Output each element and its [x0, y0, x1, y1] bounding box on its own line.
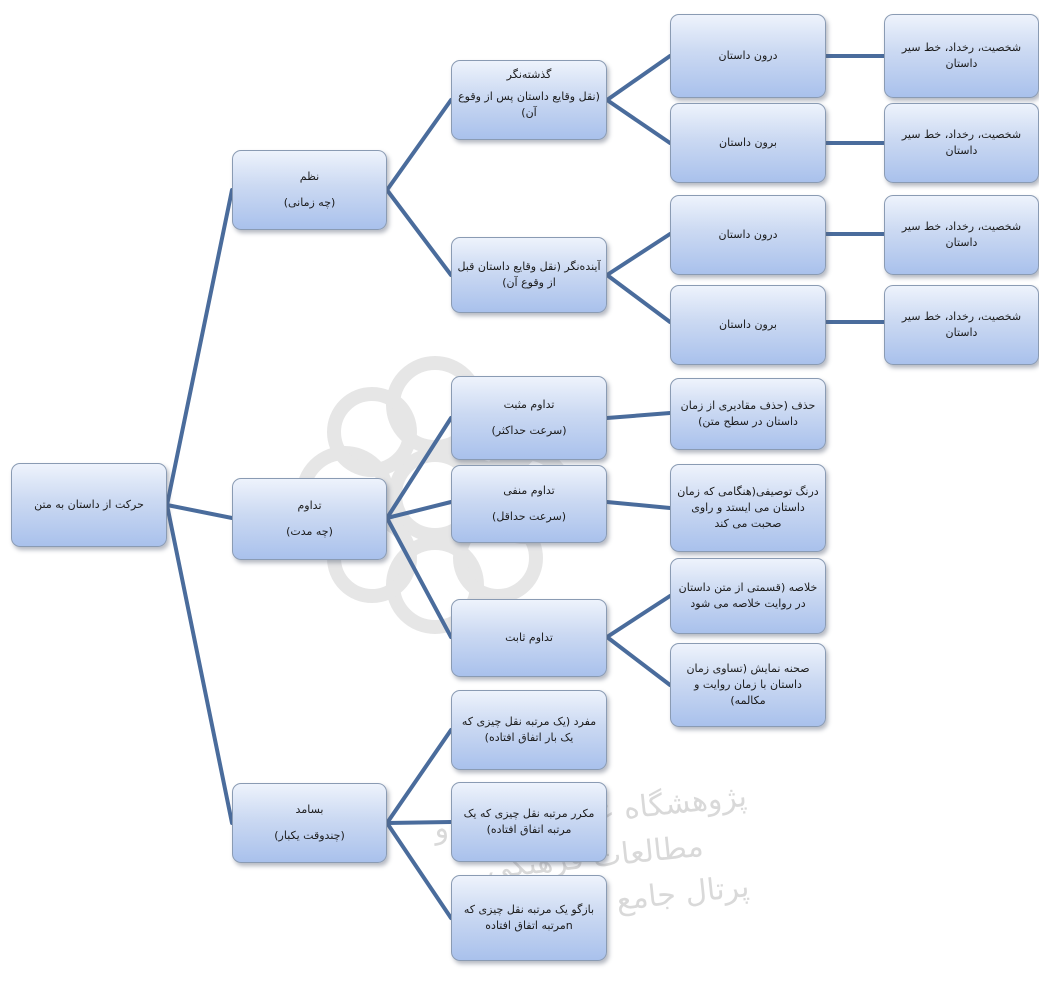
singulative-text: مفرد (یک مرتبه نقل چیزی که یک بار اتفاق …	[461, 715, 597, 744]
edge-negative-detail	[605, 500, 672, 510]
duration-node: تداوم (چه مدت)	[232, 478, 387, 560]
flashback-node: گذشته‌نگر (نقل وقایع داستان پس از وقوع آ…	[451, 60, 607, 140]
summary-node: خلاصه (قسمتی از متن داستان در روایت خلاص…	[670, 558, 826, 634]
positive-duration-node: تداوم مثبت (سرعت حداکثر)	[451, 376, 607, 460]
edge-flashback-inside	[605, 54, 672, 102]
flashforward-label: آینده‌نگر (نقل وقایع داستان قبل از وقوع …	[457, 260, 601, 289]
flashback-inside-label: درون داستان	[718, 49, 778, 63]
edge-frequency-singulative	[385, 728, 453, 825]
iterative-node: بازگو یک مرتبه نقل چیزی که nمرتبه اتفاق …	[451, 875, 607, 961]
edge-duration-positive	[385, 416, 453, 520]
duration-title: تداوم	[297, 499, 322, 513]
positive-subtitle: (سرعت حداکثر)	[491, 424, 567, 437]
flashback-outside-leaf: شخصیت، رخداد، خط سیر داستان	[884, 103, 1039, 183]
negative-detail-text: درنگ توصیفی(هنگامی که زمان داستان می ایس…	[677, 485, 819, 530]
flashback-inside-node: درون داستان	[670, 14, 826, 98]
leaf-text: شخصیت، رخداد، خط سیر داستان	[901, 128, 1022, 157]
summary-text: خلاصه (قسمتی از متن داستان در روایت خلاص…	[678, 581, 818, 610]
edge-root-order	[165, 188, 234, 507]
edge-positive-detail	[605, 411, 672, 420]
flashback-title: گذشته‌نگر	[506, 68, 552, 81]
frequency-node: بسامد (چندوقت یکبار)	[232, 783, 387, 863]
edge-order-flashback	[385, 98, 453, 192]
edge-frequency-repetitive	[385, 820, 453, 825]
flashforward-inside-label: درون داستان	[718, 228, 778, 242]
order-title: نظم	[299, 170, 320, 184]
flashforward-outside-label: برون داستان	[719, 318, 777, 332]
edge-duration-negative	[385, 500, 453, 520]
edge-root-frequency	[165, 503, 234, 825]
flashforward-outside-leaf: شخصیت، رخداد، خط سیر داستان	[884, 285, 1039, 365]
flashback-desc: (نقل وقایع داستان پس از وقوع آن)	[458, 89, 600, 119]
flashforward-node: آینده‌نگر (نقل وقایع داستان قبل از وقوع …	[451, 237, 607, 313]
flashback-outside-node: برون داستان	[670, 103, 826, 183]
leaf-text: شخصیت، رخداد، خط سیر داستان	[901, 310, 1022, 339]
positive-detail-text: حذف (حذف مقادیری از زمان داستان در سطح م…	[680, 399, 816, 428]
edge-root-duration	[165, 503, 234, 520]
repetitive-node: مکرر مرتبه نقل چیزی که یک مرتبه اتفاق اف…	[451, 782, 607, 862]
flashforward-inside-leaf: شخصیت، رخداد، خط سیر داستان	[884, 195, 1039, 275]
frequency-title: بسامد	[295, 803, 324, 817]
leaf-text: شخصیت، رخداد، خط سیر داستان	[901, 220, 1022, 249]
edge-constant-scene	[605, 635, 672, 687]
edge-order-flashforward	[385, 188, 453, 277]
iterative-text: بازگو یک مرتبه نقل چیزی که nمرتبه اتفاق …	[463, 903, 595, 932]
scene-node: صحنه نمایش (تساوی زمان داستان با زمان رو…	[670, 643, 826, 727]
duration-subtitle: (چه مدت)	[286, 525, 333, 538]
flashback-inside-leaf: شخصیت، رخداد، خط سیر داستان	[884, 14, 1039, 98]
constant-duration-node: تداوم ثابت	[451, 599, 607, 677]
constant-title: تداوم ثابت	[505, 631, 553, 645]
scene-text: صحنه نمایش (تساوی زمان داستان با زمان رو…	[686, 662, 810, 707]
singulative-node: مفرد (یک مرتبه نقل چیزی که یک بار اتفاق …	[451, 690, 607, 770]
flashforward-outside-node: برون داستان	[670, 285, 826, 365]
order-node: نظم (چه زمانی)	[232, 150, 387, 230]
negative-detail-node: درنگ توصیفی(هنگامی که زمان داستان می ایس…	[670, 464, 826, 552]
root-label: حرکت از داستان به متن	[34, 498, 144, 512]
positive-detail-node: حذف (حذف مقادیری از زمان داستان در سطح م…	[670, 378, 826, 450]
edge-frequency-iterative	[385, 821, 453, 920]
flashforward-inside-node: درون داستان	[670, 195, 826, 275]
frequency-subtitle: (چندوقت یکبار)	[274, 829, 345, 842]
leaf-text: شخصیت، رخداد، خط سیر داستان	[901, 41, 1022, 70]
negative-duration-node: تداوم منفی (سرعت حداقل)	[451, 465, 607, 543]
root-node: حرکت از داستان به متن	[11, 463, 167, 547]
repetitive-text: مکرر مرتبه نقل چیزی که یک مرتبه اتفاق اف…	[463, 807, 595, 836]
negative-subtitle: (سرعت حداقل)	[492, 510, 566, 523]
order-subtitle: (چه زمانی)	[283, 196, 336, 209]
flashback-outside-label: برون داستان	[719, 136, 777, 150]
edge-duration-constant	[385, 516, 453, 639]
edge-constant-summary	[605, 594, 672, 639]
positive-title: تداوم مثبت	[503, 398, 555, 412]
edge-flashback-outside	[605, 98, 672, 145]
edge-flashforward-inside	[605, 232, 672, 277]
edge-flashforward-outside	[605, 273, 672, 324]
negative-title: تداوم منفی	[503, 484, 555, 498]
